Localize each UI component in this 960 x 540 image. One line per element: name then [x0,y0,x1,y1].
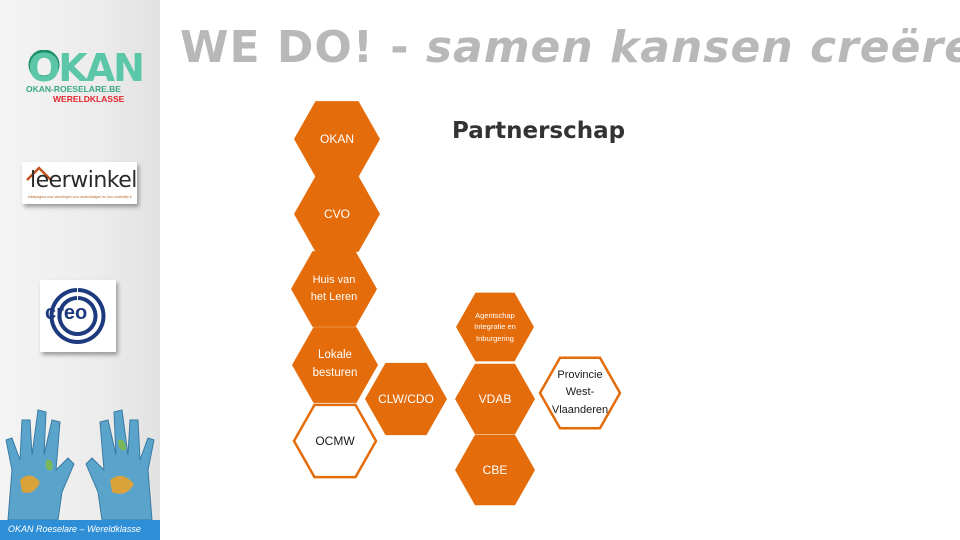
okan-logo-url: OKAN-ROESELARE.BE [26,84,121,94]
hexagon-huis-van-het-leren [291,251,377,327]
footer-bar: OKAN Roeselare – Wereldklasse [0,520,160,540]
page-title: WE DO! - samen kansen creëren [180,22,960,73]
hexagon-cbe [455,434,535,506]
hexagon-clw-cdo [365,362,447,436]
okan-logo-graphic [28,50,60,81]
footer-text: OKAN Roeselare – Wereldklasse [8,524,141,534]
hexagon-label-cbe: CBE [482,462,508,477]
okan-logo-text: OKAN [28,46,145,90]
page-title-italic: samen kansen creëren [425,22,960,73]
creo-logo-text: creo [45,302,88,324]
creo-logo: creo [40,280,116,352]
okan-logo-tag: WERELDKLASSE [53,94,125,104]
hexagon-label-okan: OKAN [319,131,354,146]
diagram-subtitle: Partnerschap [452,118,626,144]
hexagon-provincie [538,356,622,430]
world-hands-image [5,409,155,520]
hexagon-okan [294,101,380,177]
hexagon-label-vdab: VDAB [478,391,512,406]
page-title-bold: WE DO! - [180,22,426,73]
hexagon-label-clw-cdo: CLW/CDO [378,391,434,406]
hexagon-vdab [455,363,535,435]
hexagon-agentschap [456,292,534,362]
house-icon [26,166,52,181]
hexagon-lokale-besturen [292,327,378,403]
hexagon-cvo [294,176,380,252]
leerwinkel-logo: leerwinkel loketpagina voor wendingen vo… [22,162,137,204]
leerwinkel-logo-text: leerwinkel [30,168,137,193]
hexagon-label-ocmw: OCMW [315,433,355,448]
hexagon-ocmw [292,403,378,479]
hexagon-label-cvo: CVO [323,206,350,221]
creo-logo-graphic [49,288,106,344]
okan-logo: OKAN OKAN-ROESELARE.BE WERELDKLASSE [22,46,145,106]
leerwinkel-logo-subtext: loketpagina voor wendingen voor andersta… [28,195,132,199]
